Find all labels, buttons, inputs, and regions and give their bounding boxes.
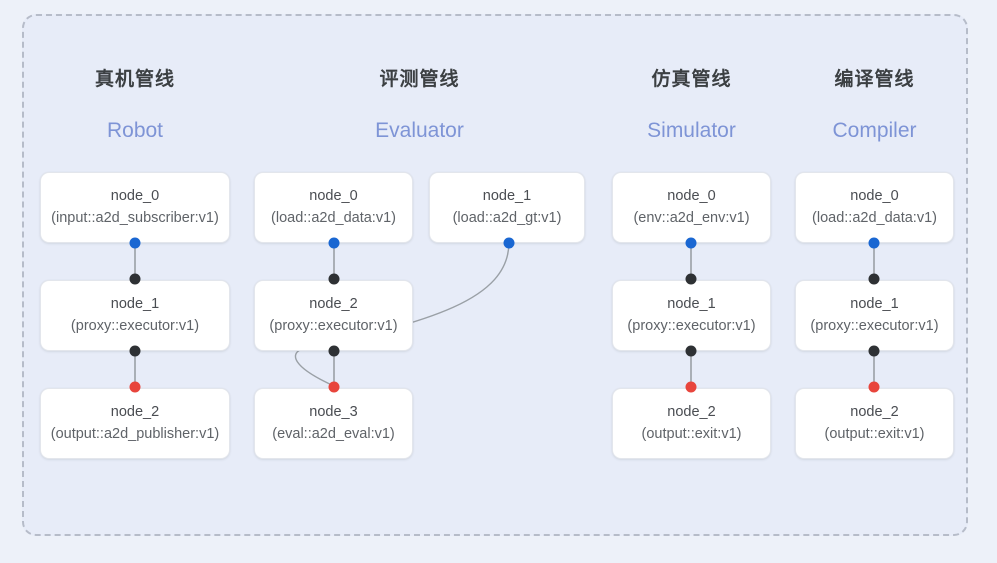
- node-sim-node-0[interactable]: node_0 (env::a2d_env:v1): [612, 172, 771, 243]
- node-name: node_2: [309, 296, 358, 313]
- column-title-cn-compiler: 编译管线: [834, 69, 915, 90]
- node-name: node_0: [110, 188, 160, 205]
- node-spec: (proxy::executor:v1): [627, 317, 756, 334]
- node-name: node_3: [309, 404, 358, 421]
- node-spec: (output::exit:v1): [824, 425, 925, 442]
- column-title-cn-robot: 真机管线: [94, 69, 175, 90]
- port-output-comp-node-0[interactable]: [868, 237, 880, 249]
- column-title-en-simulator: Simulator: [647, 119, 736, 142]
- node-eval-node-3[interactable]: node_3 (eval::a2d_eval:v1): [254, 388, 413, 459]
- node-spec: (load::a2d_data:v1): [812, 209, 937, 226]
- port-input-sim-node-2[interactable]: [685, 381, 697, 393]
- node-name: node_2: [850, 404, 899, 421]
- node-spec: (load::a2d_gt:v1): [452, 209, 562, 226]
- column-header-robot: 真机管线 Robot: [40, 64, 230, 143]
- column-title-en-compiler: Compiler: [832, 119, 917, 142]
- port-output-sim-node-0[interactable]: [685, 237, 697, 249]
- port-output-eval-node-1[interactable]: [503, 237, 515, 249]
- node-robot-node-0[interactable]: node_0 (input::a2d_subscriber:v1): [40, 172, 230, 243]
- node-robot-node-1[interactable]: node_1 (proxy::executor:v1): [40, 280, 230, 351]
- node-eval-node-0[interactable]: node_0 (load::a2d_data:v1): [254, 172, 413, 243]
- node-spec: (eval::a2d_eval:v1): [272, 425, 395, 442]
- port-input-comp-node-2[interactable]: [868, 381, 880, 393]
- port-input-eval-node-3[interactable]: [328, 381, 340, 393]
- node-spec: (env::a2d_env:v1): [633, 209, 750, 226]
- node-spec: (output::exit:v1): [641, 425, 742, 442]
- column-title-cn-evaluator: 评测管线: [379, 69, 460, 90]
- node-name: node_2: [110, 404, 160, 421]
- port-output-robot-node-1[interactable]: [129, 345, 141, 357]
- port-output-comp-node-1[interactable]: [868, 345, 880, 357]
- node-spec: (load::a2d_data:v1): [271, 209, 396, 226]
- column-title-en-evaluator: Evaluator: [375, 119, 464, 142]
- column-header-compiler: 编译管线 Compiler: [795, 64, 954, 143]
- column-title-en-robot: Robot: [106, 119, 164, 142]
- node-name: node_0: [309, 188, 358, 205]
- node-comp-node-2[interactable]: node_2 (output::exit:v1): [795, 388, 954, 459]
- node-sim-node-2[interactable]: node_2 (output::exit:v1): [612, 388, 771, 459]
- port-output-eval-node-2[interactable]: [328, 345, 340, 357]
- column-header-evaluator: 评测管线 Evaluator: [254, 64, 585, 143]
- node-robot-node-2[interactable]: node_2 (output::a2d_publisher:v1): [40, 388, 230, 459]
- port-input-sim-node-1[interactable]: [685, 273, 697, 285]
- node-spec: (output::a2d_publisher:v1): [50, 425, 220, 442]
- node-spec: (proxy::executor:v1): [810, 317, 939, 334]
- port-input-robot-node-1[interactable]: [129, 273, 141, 285]
- node-eval-node-1[interactable]: node_1 (load::a2d_gt:v1): [429, 172, 585, 243]
- column-header-simulator: 仿真管线 Simulator: [612, 64, 771, 143]
- node-name: node_1: [110, 296, 160, 313]
- node-eval-node-2[interactable]: node_2 (proxy::executor:v1): [254, 280, 413, 351]
- port-output-eval-node-0[interactable]: [328, 237, 340, 249]
- port-input-eval-node-2[interactable]: [328, 273, 340, 285]
- port-input-comp-node-1[interactable]: [868, 273, 880, 285]
- port-output-sim-node-1[interactable]: [685, 345, 697, 357]
- node-name: node_1: [667, 296, 716, 313]
- node-name: node_1: [482, 188, 532, 205]
- node-name: node_0: [850, 188, 899, 205]
- node-spec: (input::a2d_subscriber:v1): [51, 209, 219, 226]
- node-name: node_1: [850, 296, 899, 313]
- node-spec: (proxy::executor:v1): [269, 317, 398, 334]
- node-name: node_2: [667, 404, 716, 421]
- port-input-robot-node-2[interactable]: [129, 381, 141, 393]
- node-comp-node-1[interactable]: node_1 (proxy::executor:v1): [795, 280, 954, 351]
- port-output-robot-node-0[interactable]: [129, 237, 141, 249]
- node-spec: (proxy::executor:v1): [70, 317, 200, 334]
- node-comp-node-0[interactable]: node_0 (load::a2d_data:v1): [795, 172, 954, 243]
- node-name: node_0: [667, 188, 716, 205]
- column-title-cn-simulator: 仿真管线: [651, 69, 732, 90]
- node-sim-node-1[interactable]: node_1 (proxy::executor:v1): [612, 280, 771, 351]
